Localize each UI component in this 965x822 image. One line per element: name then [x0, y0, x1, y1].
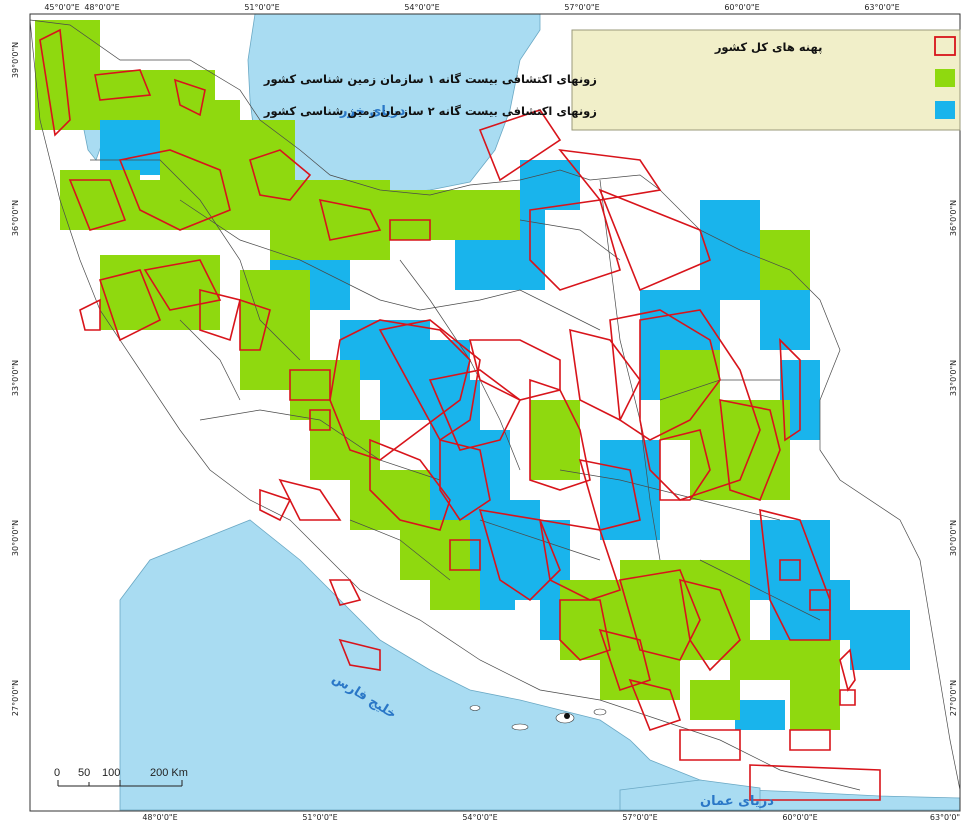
- lat-label-right: 30°0'0"N: [949, 520, 958, 556]
- legend-label-zone1: زونهای اکتشافی بیست گانه ۱ سازمان زمین ش…: [263, 72, 597, 87]
- legend-label-zone2: زونهای اکتشافی بیست گانه ۲ سازمان زمین ش…: [263, 104, 597, 119]
- mineral-polygons: [39, 28, 881, 801]
- scale-bar: 0 50 100 200 Km: [54, 767, 188, 787]
- legend-swatch-polygons: [934, 36, 956, 56]
- lon-label-top: 57°0'0"E: [564, 3, 599, 12]
- lat-label-left: 39°0'0"N: [11, 42, 20, 78]
- lon-label-top: 45°0'0"E: [44, 3, 79, 12]
- admin-boundaries: [29, 19, 961, 791]
- lon-label-bottom: 48°0'0"E: [142, 813, 177, 822]
- lat-label-left: 30°0'0"N: [11, 520, 20, 556]
- caspian-sea-label: دریای خزر: [339, 104, 406, 119]
- persian-gulf: [119, 519, 961, 811]
- lon-label-top: 63°0'0"E: [864, 3, 899, 12]
- lat-label-right: 27°0'0"N: [949, 680, 958, 716]
- lat-label-left: 33°0'0"N: [11, 360, 20, 396]
- island-marker: [564, 713, 570, 719]
- lon-label-bottom: 51°0'0"E: [302, 813, 337, 822]
- legend-label-polygons: پهنه های کل کشور: [714, 40, 823, 55]
- scale-label: 200 Km: [150, 767, 188, 779]
- graticule-bottom: 48°0'0"E 51°0'0"E 54°0'0"E 57°0'0"E 60°0…: [142, 813, 960, 822]
- graticule-left: 39°0'0"N 36°0'0"N 33°0'0"N 30°0'0"N 27°0…: [11, 42, 20, 716]
- oman-sea-label: دریای عمان: [700, 794, 774, 809]
- lon-label-bottom: 54°0'0"E: [462, 813, 497, 822]
- scale-label: 100: [102, 767, 120, 779]
- lat-label-left: 27°0'0"N: [11, 680, 20, 716]
- lon-label-top: 51°0'0"E: [244, 3, 279, 12]
- water-bodies: [83, 13, 961, 811]
- lat-label-left: 36°0'0"N: [11, 200, 20, 236]
- scale-label: 0: [54, 767, 60, 779]
- legend: پهنه های کل کشور زونهای اکتشافی بیست گان…: [263, 29, 961, 131]
- lon-label-bottom: 63°0'0": [930, 813, 960, 822]
- legend-swatch-zone1: [935, 69, 955, 87]
- map-frame: [29, 13, 961, 812]
- lat-label-right: 33°0'0"N: [949, 360, 958, 396]
- lon-label-bottom: 57°0'0"E: [622, 813, 657, 822]
- legend-swatch-zone2: [935, 101, 955, 119]
- graticule-right: 36°0'0"N 33°0'0"N 30°0'0"N 27°0'0"N: [949, 200, 958, 716]
- lon-label-top: 48°0'0"E: [84, 3, 119, 12]
- gulf-of-oman: [619, 779, 761, 811]
- lon-label-top: 54°0'0"E: [404, 3, 439, 12]
- scale-label: 50: [78, 767, 90, 779]
- lon-label-top: 60°0'0"E: [724, 3, 759, 12]
- lon-label-bottom: 60°0'0"E: [782, 813, 817, 822]
- graticule-top: 45°0'0"E 48°0'0"E 51°0'0"E 54°0'0"E 57°0…: [44, 3, 899, 12]
- lat-label-right: 36°0'0"N: [949, 200, 958, 236]
